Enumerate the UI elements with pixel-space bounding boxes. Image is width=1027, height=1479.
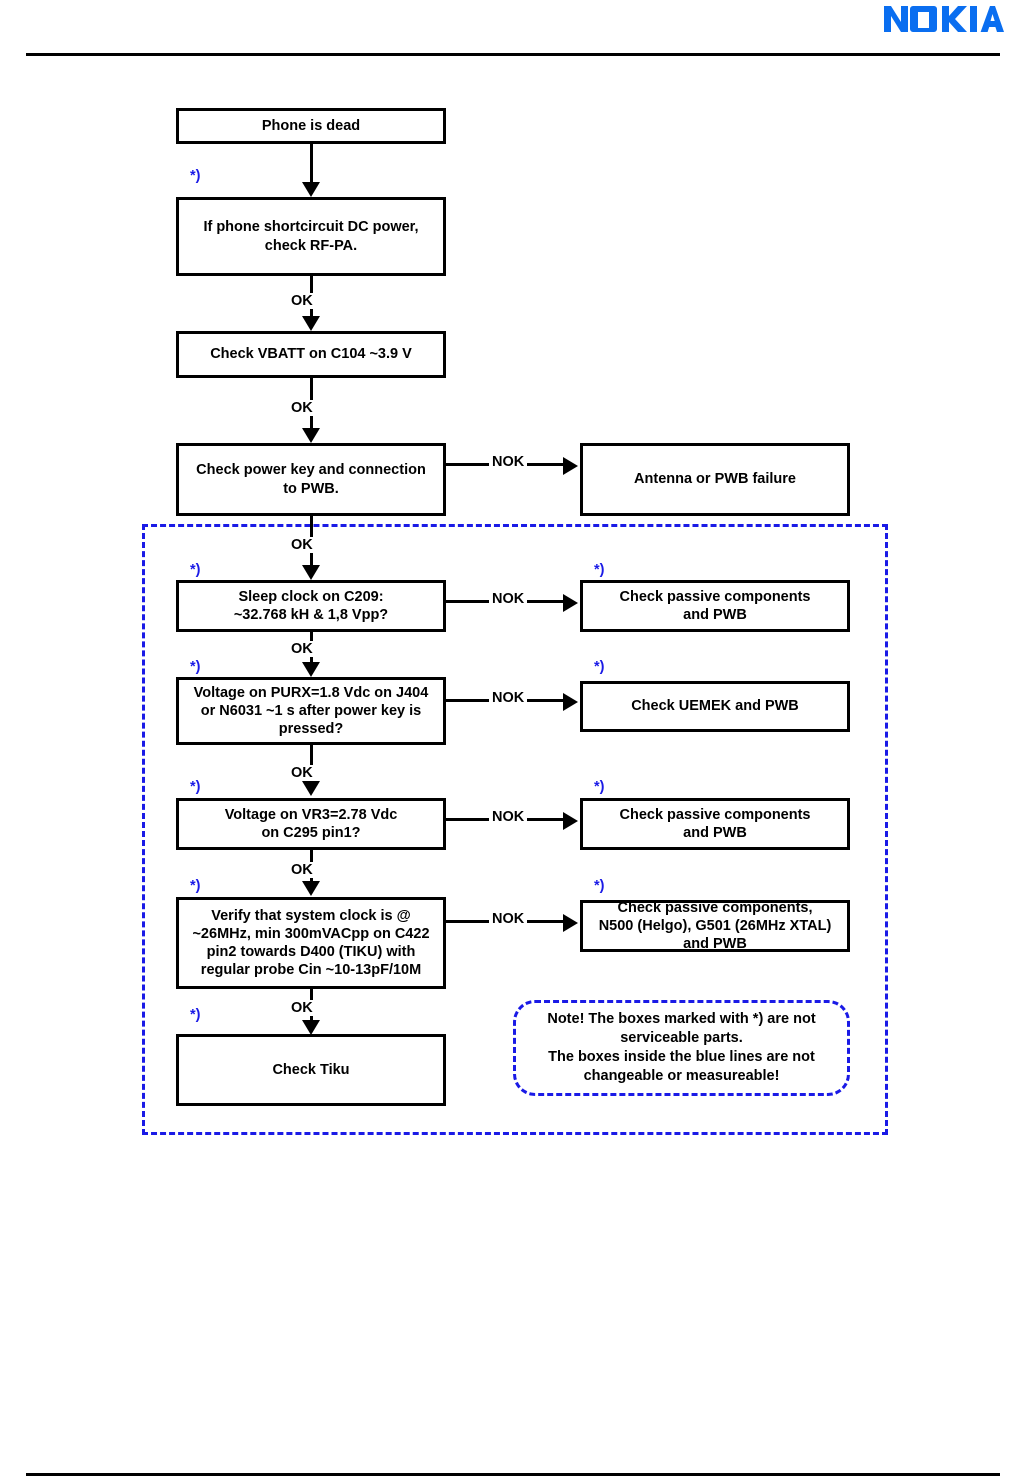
flow-node-system-clock: Verify that system clock is @ ~26MHz, mi… (176, 897, 446, 989)
edge-label-nok-antenna: NOK (489, 454, 528, 470)
flow-node-passive-components-1: Check passive components and PWB (580, 580, 850, 632)
edge-label-nok-passive2: NOK (489, 809, 528, 825)
edge-label-nok-passive1: NOK (489, 591, 528, 607)
flow-node-shortcircuit: If phone shortcircuit DC power, check RF… (176, 197, 446, 276)
arrowhead-tiku (302, 1020, 320, 1035)
footer-rule (26, 1473, 1000, 1476)
flow-node-antenna-failure: Antenna or PWB failure (580, 443, 850, 516)
flow-node-vr3-voltage: Voltage on VR3=2.78 Vdc on C295 pin1? (176, 798, 446, 850)
non-serviceable-zone (142, 524, 888, 1135)
star-marker-shortcircuit: *) (190, 168, 201, 184)
arrowhead-vbatt (302, 316, 320, 331)
arrowhead-passive3 (563, 914, 578, 932)
note-callout: Note! The boxes marked with *) are not s… (513, 1000, 850, 1096)
arrowhead-passive2 (563, 812, 578, 830)
edge-label-ok-purx: OK (288, 641, 316, 657)
edge-label-ok-sysclock: OK (288, 862, 316, 878)
connector-purx-vr3 (310, 745, 313, 783)
flow-node-sleep-clock: Sleep clock on C209: ~32.768 kH & 1,8 Vp… (176, 580, 446, 632)
connector-start-shortcircuit (310, 144, 313, 184)
arrowhead-sleepclock (302, 565, 320, 580)
edge-label-ok-vbatt: OK (288, 293, 316, 309)
arrowhead-purx (302, 662, 320, 677)
arrowhead-antenna (563, 457, 578, 475)
arrowhead-powerkey (302, 428, 320, 443)
edge-label-nok-uemek: NOK (489, 690, 528, 706)
flow-node-check-tiku: Check Tiku (176, 1034, 446, 1106)
edge-label-nok-passive3: NOK (489, 911, 528, 927)
star-marker-passive3: *) (594, 878, 605, 894)
flow-node-powerkey: Check power key and connection to PWB. (176, 443, 446, 516)
star-marker-check-tiku: *) (190, 1007, 201, 1023)
star-marker-uemek: *) (594, 659, 605, 675)
star-marker-sleep-clock: *) (190, 562, 201, 578)
star-marker-purx: *) (190, 659, 201, 675)
edge-label-ok-powerkey: OK (288, 400, 316, 416)
arrowhead-uemek (563, 693, 578, 711)
header-rule (26, 53, 1000, 56)
star-marker-system-clock: *) (190, 878, 201, 894)
arrowhead-shortcircuit (302, 182, 320, 197)
flow-node-passive-components-3: Check passive components, N500 (Helgo), … (580, 900, 850, 952)
star-marker-passive1: *) (594, 562, 605, 578)
flow-node-purx-voltage: Voltage on PURX=1.8 Vdc on J404 or N6031… (176, 677, 446, 745)
arrowhead-passive1 (563, 594, 578, 612)
flow-node-passive-components-2: Check passive components and PWB (580, 798, 850, 850)
arrowhead-sysclock (302, 881, 320, 896)
edge-label-ok-vr3: OK (288, 765, 316, 781)
edge-label-ok-tiku: OK (288, 1000, 316, 1016)
star-marker-passive2: *) (594, 779, 605, 795)
flow-node-vbatt: Check VBATT on C104 ~3.9 V (176, 331, 446, 378)
arrowhead-vr3 (302, 781, 320, 796)
nokia-logo (884, 4, 1004, 38)
flow-node-uemek: Check UEMEK and PWB (580, 681, 850, 732)
flow-node-start: Phone is dead (176, 108, 446, 144)
edge-label-ok-sleepclock: OK (288, 537, 316, 553)
star-marker-vr3: *) (190, 779, 201, 795)
